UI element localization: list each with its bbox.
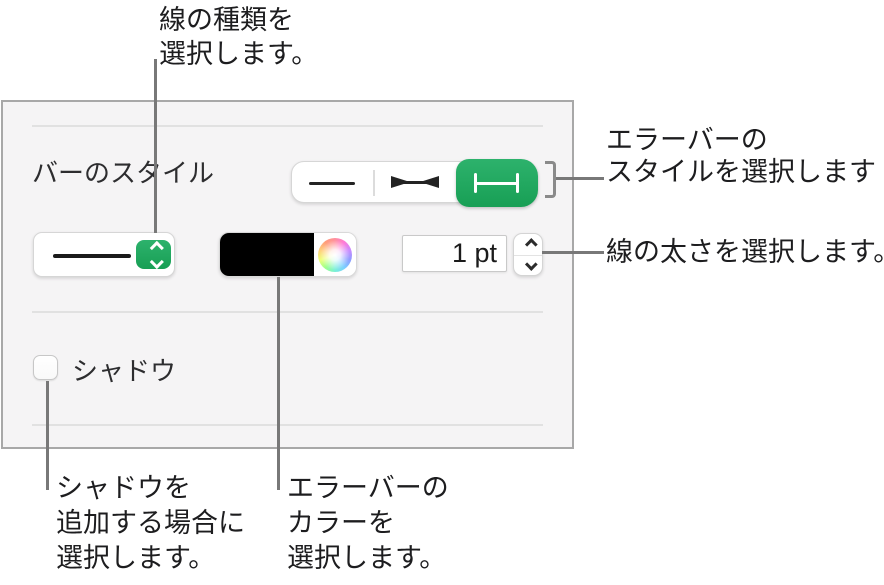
segment-bar-caps-line[interactable] [456,159,538,207]
callout-line-line-type [154,59,157,233]
chevron-down-icon [524,258,538,272]
color-swatch[interactable] [220,233,314,276]
segment-divider [373,170,375,196]
bar-caps-line-icon [474,173,519,193]
callout-error-bar-style-text: エラーバーの スタイルを選択します [606,125,876,187]
callout-line-shadow [46,381,49,490]
shadow-checkbox[interactable] [33,355,58,380]
stepper-up-button[interactable] [514,234,542,255]
line-weight-field[interactable] [402,235,507,272]
callout-bracket-bar-style [545,161,556,198]
callout-line-type-text: 線の種類を 選択します。 [159,5,319,69]
chevron-up-icon [524,237,538,251]
color-wheel-icon [318,237,352,272]
line-weight-stepper [513,233,543,276]
inward-arrow-caps-line-icon [391,176,439,189]
callout-line-weight-text: 線の太さを選択します。 [606,237,884,267]
bar-style-label: バーのスタイル [32,158,215,188]
color-picker-button[interactable] [314,233,356,276]
stepper-down-button[interactable] [514,255,542,276]
segment-plain-line[interactable] [292,162,374,202]
popup-up-down-icon [136,240,171,269]
bar-style-segmented-control [291,159,538,207]
segment-arrow-caps-line[interactable] [374,162,456,202]
plain-line-icon [309,182,355,185]
divider [32,311,543,313]
solid-line-sample-icon [53,254,131,258]
line-type-popup[interactable] [33,232,175,277]
callout-error-bar-color-text: エラーバーの カラーを 選択します。 [287,473,449,573]
callout-shadow-text: シャドウを 追加する場合に 選択します。 [56,473,245,573]
divider [32,125,543,127]
callout-line-color [277,277,280,490]
divider [32,424,543,426]
callout-line-bar-style [556,177,604,180]
error-bar-color-well[interactable] [219,232,357,277]
shadow-label: シャドウ [72,356,177,386]
stepper-divider [514,254,542,256]
error-bars-panel: バーのスタイル [1,100,574,449]
callout-line-line-weight [542,251,604,254]
